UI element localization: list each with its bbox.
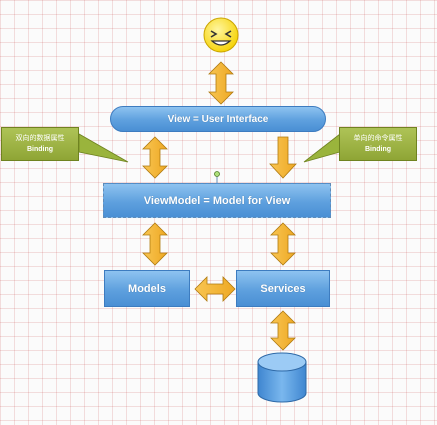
arrow-view-viewmodel-command [269,136,297,179]
selection-handle-icon [214,171,220,183]
models-label: Models [128,282,166,295]
services-box[interactable]: Services [236,270,330,307]
callout-right-pointer [303,133,341,163]
models-box[interactable]: Models [104,270,190,307]
services-label: Services [260,282,306,295]
callout-left-pointer [78,133,129,163]
arrow-viewmodel-models [142,222,168,266]
callout-right-line2: Binding [364,146,392,153]
callout-left-line1: 双向的数据属性 [15,135,65,142]
database-cylinder-icon [257,352,307,403]
callout-one-way-binding: 单向的命令属性 Binding [339,127,417,161]
view-box[interactable]: View = User Interface [110,106,326,132]
arrow-models-services [194,276,236,302]
view-label: View = User Interface [167,113,269,125]
callout-right-line1: 单向的命令属性 [353,135,403,142]
callout-two-way-binding: 双向的数据属性 Binding [1,127,79,161]
arrow-services-database [270,310,296,351]
viewmodel-box[interactable]: ViewModel = Model for View [103,183,331,218]
arrow-smiley-view [208,61,234,105]
arrow-view-viewmodel-binding [142,136,168,179]
viewmodel-label: ViewModel = Model for View [143,194,291,207]
smiley-face-icon [203,17,239,53]
arrow-viewmodel-services [270,222,296,266]
callout-left-line2: Binding [26,146,54,153]
